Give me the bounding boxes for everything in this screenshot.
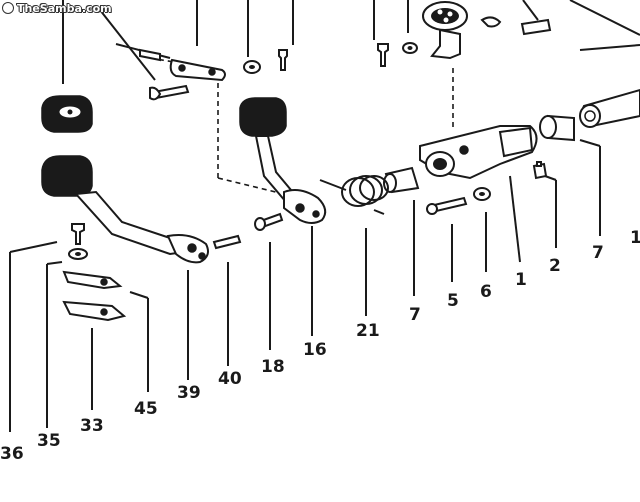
callout-35: 35 — [37, 431, 61, 451]
parts — [41, 1, 640, 322]
thesamba-logo-icon — [2, 2, 14, 14]
pedal-housing — [419, 125, 538, 180]
callout-18: 18 — [261, 357, 285, 377]
washer-35 — [68, 248, 88, 260]
callout-16: 16 — [303, 340, 327, 360]
callout-7-lower: 7 — [409, 305, 421, 325]
bolt-18 — [254, 212, 284, 231]
bracket-45 — [62, 270, 123, 290]
watermark-text: TheSamba.com — [17, 1, 112, 15]
callout-6: 6 — [480, 282, 492, 302]
bushing-left — [383, 166, 420, 194]
pin-40 — [212, 234, 242, 250]
bolt-middle — [426, 196, 468, 215]
nut-middle — [473, 187, 491, 201]
pedal-arm-lower — [41, 155, 209, 264]
pedal-arm-upper — [239, 97, 327, 224]
washer-top-right — [402, 42, 418, 54]
bushing-right — [539, 114, 575, 142]
grease-nipple — [532, 161, 548, 180]
callout-numbers: 36 35 33 45 39 40 18 16 21 7 5 6 1 2 7 1 — [0, 228, 640, 464]
callout-1-edge: 1 — [630, 228, 640, 248]
callout-40: 40 — [218, 369, 242, 389]
callout-2: 2 — [549, 256, 561, 276]
washer-top — [243, 60, 261, 74]
screw-top — [278, 49, 288, 71]
callout-21: 21 — [356, 321, 380, 341]
bracket-33 — [62, 300, 127, 322]
callout-5: 5 — [447, 291, 459, 311]
screw-top-right — [377, 43, 389, 67]
screw-36 — [71, 223, 85, 245]
watermark: TheSamba.com — [2, 1, 112, 15]
callout-1-center: 1 — [515, 270, 527, 290]
callout-7-right: 7 — [592, 243, 604, 263]
linkage-rod — [115, 43, 226, 82]
pedal-pad-top — [41, 95, 93, 133]
callout-45: 45 — [134, 399, 158, 419]
pedal-shaft — [579, 88, 640, 128]
mounting-bracket — [422, 1, 468, 60]
callout-39: 39 — [177, 383, 201, 403]
clip-top-right — [480, 16, 552, 36]
callout-leader-lines — [9, 0, 640, 432]
callout-33: 33 — [80, 416, 104, 436]
return-spring — [319, 175, 389, 215]
callout-36: 36 — [0, 444, 24, 464]
bolt-top-left — [149, 84, 190, 101]
